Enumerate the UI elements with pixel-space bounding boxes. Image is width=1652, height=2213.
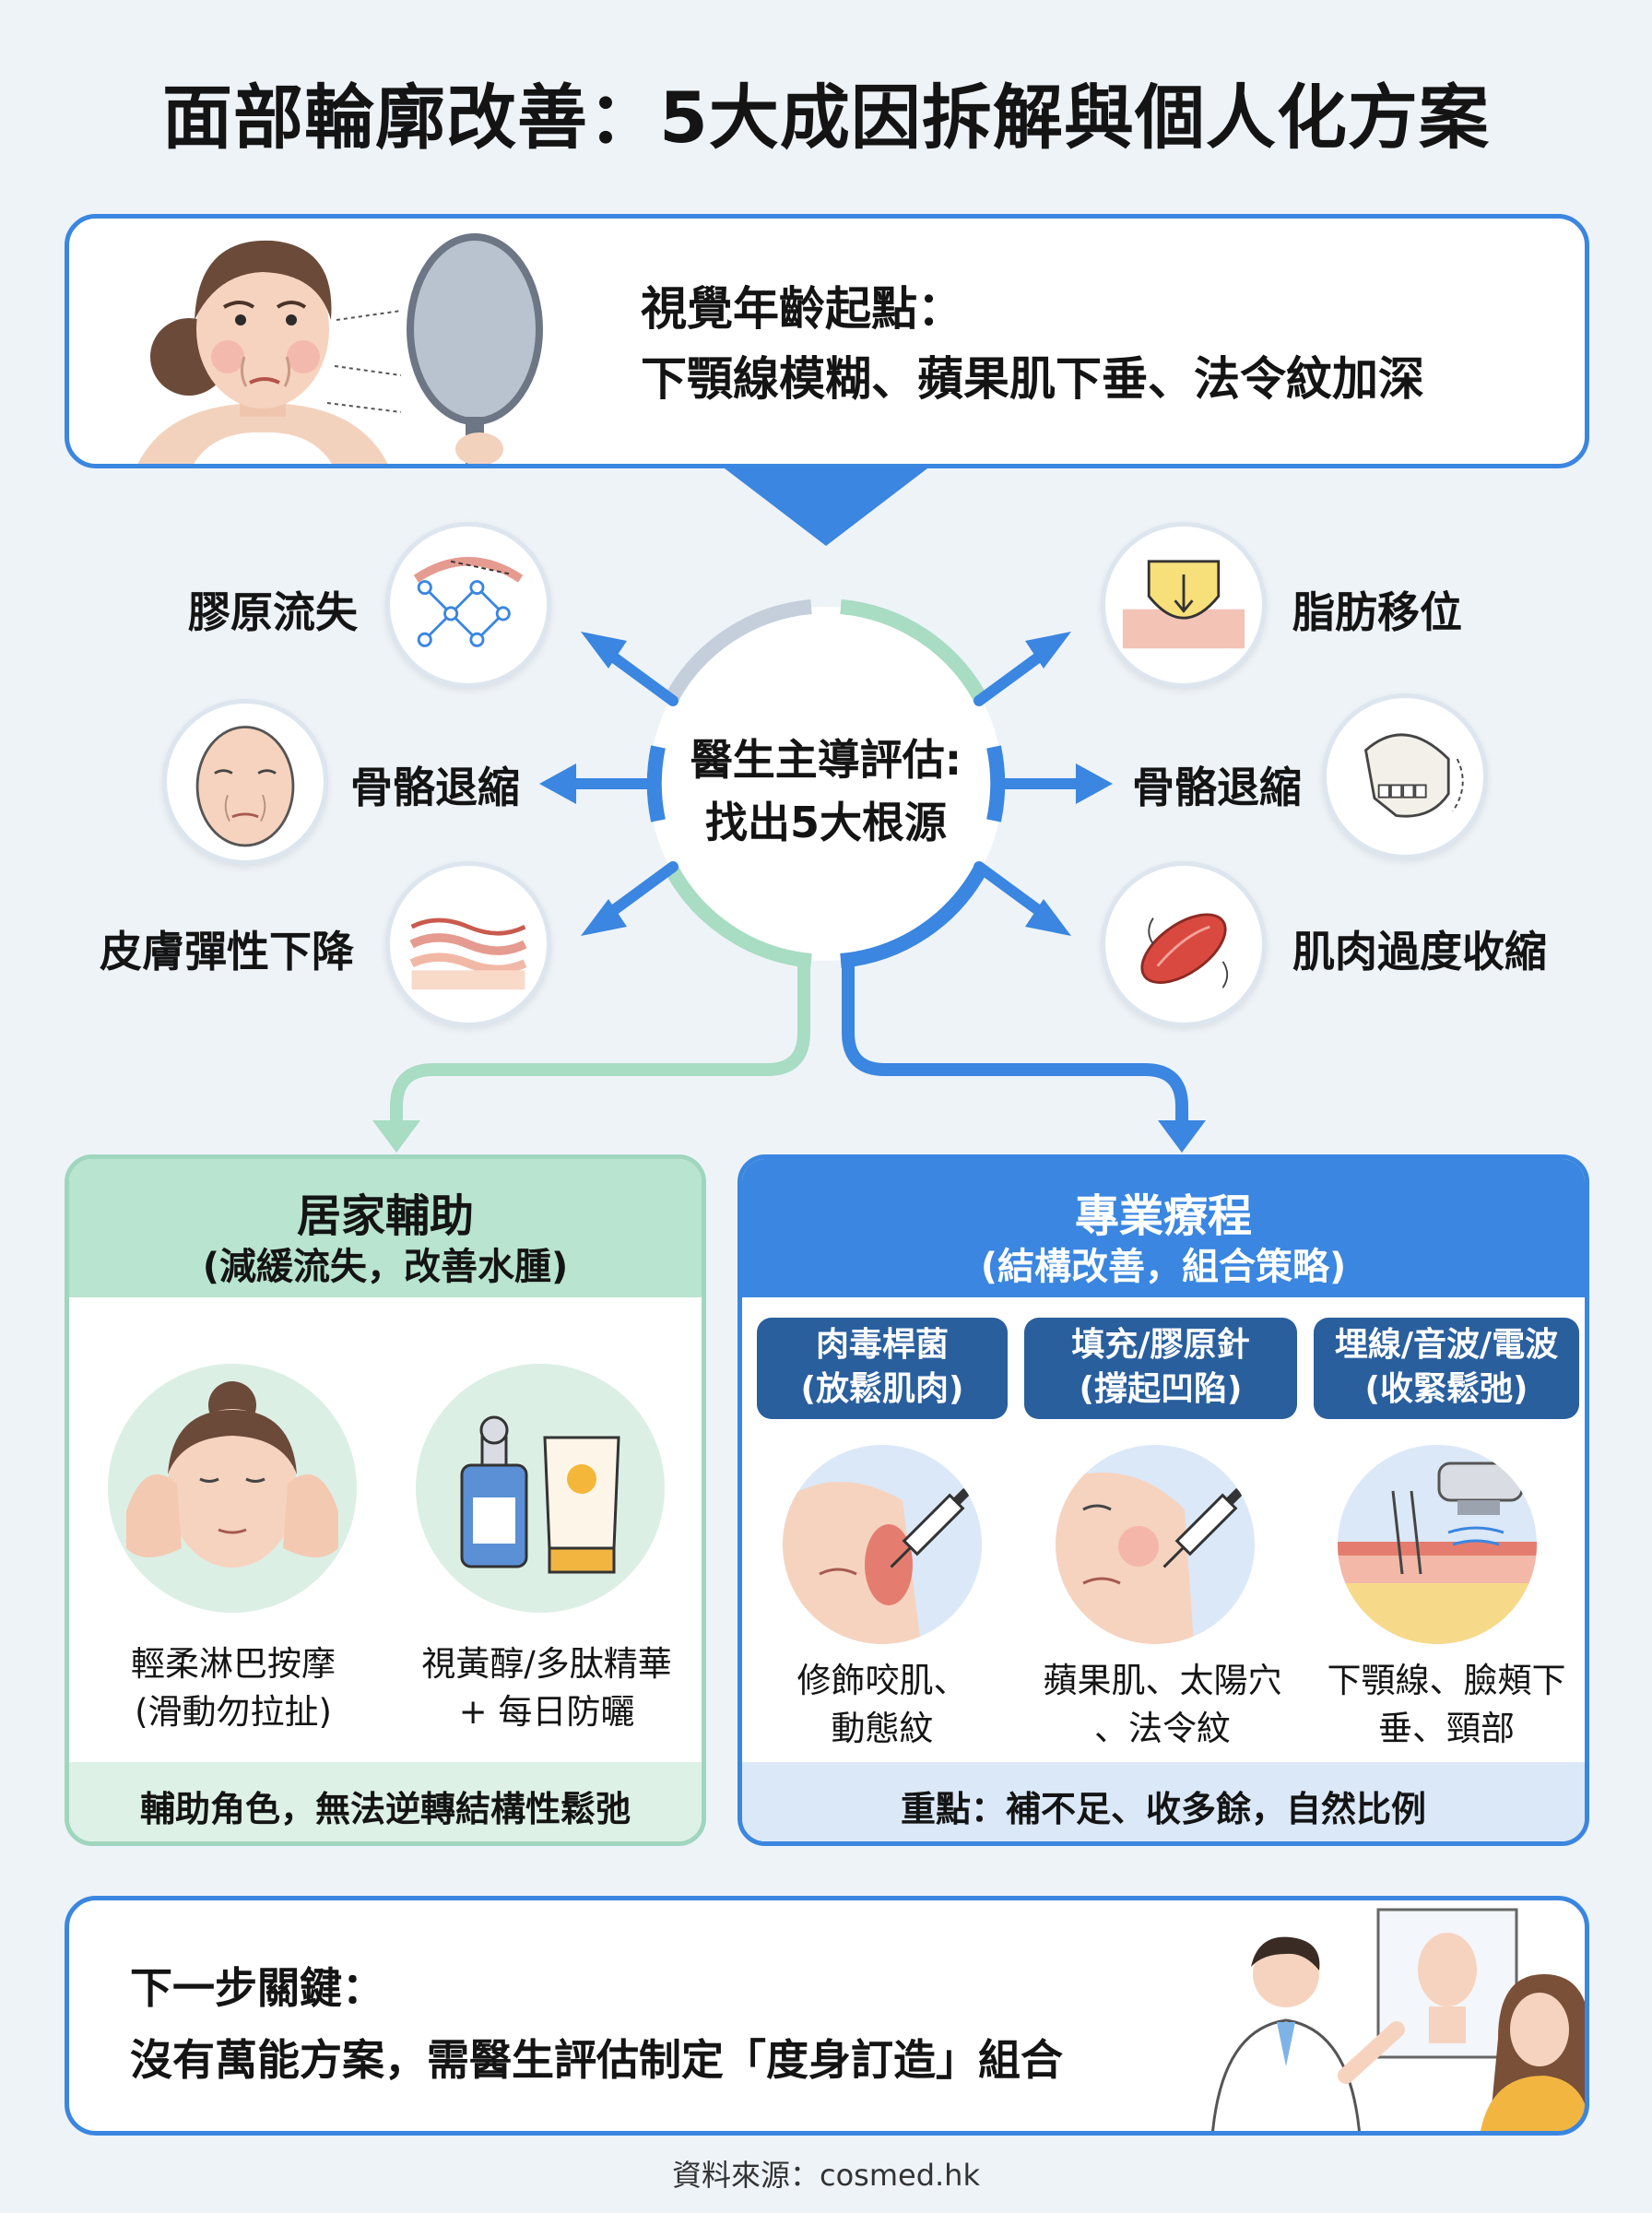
filler-caption: 蘋果肌、太陽穴 、法令紋	[1022, 1657, 1303, 1753]
treatment-chip-lifting: 埋線/音波/電波 (收緊鬆弛)	[1314, 1318, 1579, 1419]
home-care-header: 居家輔助 (減緩流失，改善水腫)	[69, 1159, 702, 1297]
lifting-caption-line-1: 下顎線、臉頰下	[1327, 1661, 1566, 1700]
treatment-effect: (收緊鬆弛)	[1364, 1370, 1528, 1408]
down-arrow-icon	[725, 468, 927, 546]
treatment-effect: (放鬆肌肉)	[800, 1370, 964, 1408]
professional-treatment-panel: 專業療程 (結構改善，組合策略) 肉毒桿菌 (放鬆肌肉) 修飾咬肌、 動態紋 填…	[738, 1154, 1589, 1846]
professional-title: 專業療程	[1074, 1190, 1252, 1242]
filler-injection-illustration	[1056, 1445, 1255, 1644]
professional-subtitle: (結構改善，組合策略)	[980, 1246, 1347, 1288]
muscle-icon	[1101, 861, 1267, 1027]
assessment-hub-heading: 醫生主導評估:	[690, 735, 962, 785]
botox-caption-line-1: 修飾咬肌、	[796, 1661, 968, 1700]
lifting-caption-line-2: 垂、頸部	[1378, 1709, 1515, 1748]
starting-point-panel: 視覺年齡起點： 下顎線模糊、蘋果肌下垂、法令紋加深	[65, 214, 1589, 468]
page-title: 面部輪廓改善：5大成因拆解與個人化方案	[162, 77, 1490, 159]
home-care-footer: 輔助角色，無法逆轉結構性鬆弛	[69, 1762, 702, 1841]
professional-footer: 重點：補不足、收多餘，自然比例	[742, 1762, 1585, 1841]
serum-sunscreen-illustration	[416, 1364, 665, 1613]
treatment-chip-filler: 填充/膠原針 (撐起凹陷)	[1024, 1318, 1297, 1419]
botox-injection-illustration	[783, 1445, 982, 1644]
doctor-consultation-illustration	[1211, 1908, 1585, 2131]
botox-caption: 修飾咬肌、 動態紋	[742, 1657, 1022, 1753]
cause-label-collagen: 膠原流失	[188, 587, 358, 637]
filler-caption-line-1: 蘋果肌、太陽穴	[1043, 1661, 1282, 1700]
treatment-name: 肉毒桿菌	[815, 1326, 949, 1364]
filler-caption-line-2: 、法令紋	[1094, 1709, 1231, 1748]
skincare-caption: 視黃醇/多肽精華 + 每日防曬	[383, 1640, 702, 1736]
next-step-text: 下一步關鍵： 沒有萬能方案，需醫生評估制定「度身訂造」組合	[130, 1952, 1063, 2096]
lymph-massage-illustration	[108, 1364, 357, 1613]
cause-label-bone-right: 骨骼退縮	[1132, 763, 1302, 812]
home-care-title: 居家輔助	[296, 1190, 474, 1242]
botox-caption-line-2: 動態紋	[831, 1709, 934, 1748]
skincare-caption-line-2: + 每日防曬	[458, 1692, 635, 1732]
massage-caption-line-2: (滑動勿拉扯)	[135, 1692, 332, 1732]
starting-point-heading: 視覺年齡起點：	[641, 282, 963, 336]
home-care-footer-text: 輔助角色，無法逆轉結構性鬆弛	[139, 1789, 631, 1829]
treatment-effect: (撐起凹陷)	[1079, 1370, 1243, 1408]
cause-label-skin: 皮膚彈性下降	[100, 927, 354, 976]
starting-point-text: 視覺年齡起點： 下顎線模糊、蘋果肌下垂、法令紋加深	[641, 274, 1424, 414]
cause-label-fat: 脂肪移位	[1292, 587, 1462, 637]
skin-layers-icon	[385, 861, 551, 1027]
assessment-hub-diagram	[372, 599, 1206, 1153]
fat-shift-icon	[1101, 522, 1267, 688]
treatment-name: 填充/膠原針	[1071, 1326, 1250, 1364]
skull-jaw-icon	[1322, 693, 1488, 859]
treatment-name: 埋線/音波/電波	[1334, 1326, 1559, 1364]
professional-footer-text: 重點：補不足、收多餘，自然比例	[900, 1789, 1426, 1829]
massage-caption-line-1: 輕柔淋巴按摩	[131, 1644, 336, 1684]
assessment-hub-subheading: 找出5大根源	[704, 798, 947, 847]
woman-mirror-illustration	[137, 233, 543, 464]
lifting-caption: 下顎線、臉頰下 垂、頸部	[1303, 1657, 1585, 1753]
cause-label-muscle: 肌肉過度收縮	[1292, 927, 1547, 976]
next-step-heading: 下一步關鍵：	[130, 1963, 384, 2013]
next-step-panel: 下一步關鍵： 沒有萬能方案，需醫生評估制定「度身訂造」組合	[65, 1896, 1589, 2136]
cause-label-bone-left: 骨骼退縮	[350, 763, 520, 812]
starting-point-symptoms: 下顎線模糊、蘋果肌下垂、法令紋加深	[641, 352, 1424, 406]
massage-caption: 輕柔淋巴按摩 (滑動勿拉扯)	[69, 1640, 397, 1736]
skincare-caption-line-1: 視黃醇/多肽精華	[421, 1644, 672, 1684]
professional-header: 專業療程 (結構改善，組合策略)	[742, 1159, 1585, 1297]
aging-face-icon	[162, 699, 328, 865]
treatment-chip-botox: 肉毒桿菌 (放鬆肌肉)	[757, 1318, 1008, 1419]
home-care-panel: 居家輔助 (減緩流失，改善水腫) 輕柔淋巴按摩 (滑動勿拉扯) 視	[65, 1154, 706, 1846]
collagen-network-icon	[385, 522, 551, 688]
assessment-hub-text: 醫生主導評估: 找出5大根源	[651, 728, 1001, 854]
source-credit: 資料來源：cosmed.hk	[671, 2158, 980, 2193]
ultrasound-lifting-illustration	[1338, 1445, 1537, 1644]
next-step-message: 沒有萬能方案，需醫生評估制定「度身訂造」組合	[130, 2035, 1063, 2085]
home-care-subtitle: (減緩流失，改善水腫)	[202, 1246, 569, 1288]
